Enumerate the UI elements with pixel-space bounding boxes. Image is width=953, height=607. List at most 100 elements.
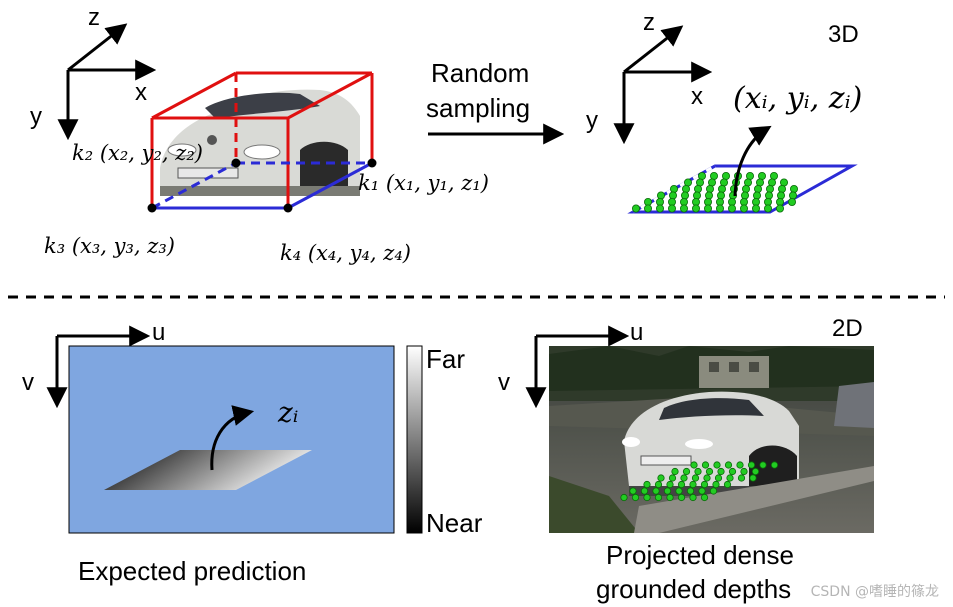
sample-dot (700, 480, 709, 489)
axis-label-x-right: x (691, 83, 703, 110)
sample-dot (741, 191, 750, 200)
corner-label-k2: k₂ (x₂, y₂, z₂) (72, 141, 203, 165)
sample-dot (682, 467, 691, 476)
sample-dot (666, 493, 674, 502)
sample-dot (736, 461, 744, 469)
sample-dot (620, 493, 628, 502)
bottom-right-axes: u v (498, 319, 643, 409)
top-left-axes: z x y (30, 4, 157, 141)
sample-dot (778, 184, 787, 193)
sample-dot (751, 467, 760, 476)
sample-dot (770, 171, 779, 180)
colorbar-near-label: Near (426, 508, 483, 538)
sample-dot (677, 480, 686, 489)
sample-dot (690, 461, 698, 469)
sample-dot (717, 191, 726, 200)
sample-dot (670, 184, 679, 193)
sample-dot (698, 487, 706, 495)
sample-dot (766, 184, 775, 193)
sample-dot (692, 204, 701, 213)
sample-dot (744, 178, 753, 187)
caption-projected-dense-line2: grounded depths (596, 574, 791, 604)
caption-expected-prediction: Expected prediction (78, 556, 306, 586)
sample-dot (666, 480, 674, 489)
depth-label-zi: zᵢ (277, 396, 298, 429)
watermark-text: CSDN @嗜睡的篠龙 (810, 584, 939, 600)
sample-dots-top (632, 171, 799, 213)
corner-point-k2 (231, 158, 241, 168)
axis-label-z: z (88, 4, 100, 31)
sample-dot (752, 204, 761, 213)
sample-dot (686, 487, 695, 495)
random-sampling-label-line1: Random (431, 58, 529, 88)
sample-dot (694, 467, 702, 476)
section-label-3d: 3D (828, 21, 859, 48)
sample-dot (675, 487, 683, 495)
sample-dot (671, 467, 679, 476)
sample-dot (716, 204, 725, 213)
axis-label-v-right: v (498, 369, 510, 396)
sample-dot (747, 461, 756, 469)
sample-dot (790, 184, 799, 193)
sample-dot (640, 487, 649, 495)
bottom-left-axes: u v (22, 319, 165, 409)
sample-dot (713, 461, 721, 469)
sample-dot (759, 461, 767, 469)
sample-dot (663, 487, 672, 495)
sample-dot (632, 204, 641, 213)
sample-dot (644, 204, 653, 213)
sample-dot (740, 467, 748, 476)
sample-dot (669, 191, 678, 200)
corner-point-k4 (283, 203, 293, 213)
sample-dot (764, 204, 773, 213)
sample-dot (701, 461, 710, 469)
sample-dot (756, 178, 765, 187)
sample-dot (691, 474, 700, 482)
sample-dot (717, 467, 725, 476)
sample-dot (714, 474, 723, 482)
sample-dot (652, 487, 660, 495)
sample-dot (689, 480, 697, 489)
sample-dot (753, 191, 762, 200)
sample-dot (689, 493, 697, 502)
sample-dot (705, 467, 714, 476)
sample-dot (737, 474, 746, 482)
caption-projected-dense-line1: Projected dense (606, 540, 794, 570)
sample-dot (728, 467, 737, 476)
car-3d-box-illustration (147, 71, 377, 213)
sample-dot (703, 474, 711, 482)
sample-dot (765, 191, 774, 200)
gradient-plane (104, 450, 312, 490)
sample-dot (680, 204, 689, 213)
sample-dot (780, 178, 789, 187)
sample-dot (656, 204, 665, 213)
sample-dot (770, 461, 779, 469)
sample-dot (705, 191, 714, 200)
sample-dot (693, 191, 702, 200)
sample-dot (709, 487, 718, 495)
sample-dot (776, 204, 785, 213)
colorbar-far-label: Far (426, 344, 465, 374)
expected-prediction-panel: zᵢ (68, 345, 395, 534)
sample-dot (643, 493, 651, 502)
sample-dot (718, 184, 727, 193)
street-photo-projected-depths (549, 346, 874, 533)
sample-dot (724, 461, 733, 469)
axis-label-x: x (135, 79, 147, 106)
sample-dot (788, 197, 797, 206)
axis-label-y-right: y (586, 107, 598, 134)
sample-dot (668, 204, 677, 213)
sample-dot (712, 480, 720, 489)
sample-dot (728, 204, 737, 213)
sample-dot (704, 204, 713, 213)
sample-dot (758, 171, 767, 180)
sample-dot (677, 493, 686, 502)
car-photo (160, 89, 360, 196)
sample-dot (682, 184, 691, 193)
sample-dot (720, 178, 729, 187)
sample-dot (657, 474, 665, 482)
sample-point-label: (xᵢ, yᵢ, zᵢ) (733, 81, 862, 116)
sample-dot (657, 191, 666, 200)
bounding-box-3d (150, 71, 374, 210)
sample-dot (722, 171, 731, 180)
